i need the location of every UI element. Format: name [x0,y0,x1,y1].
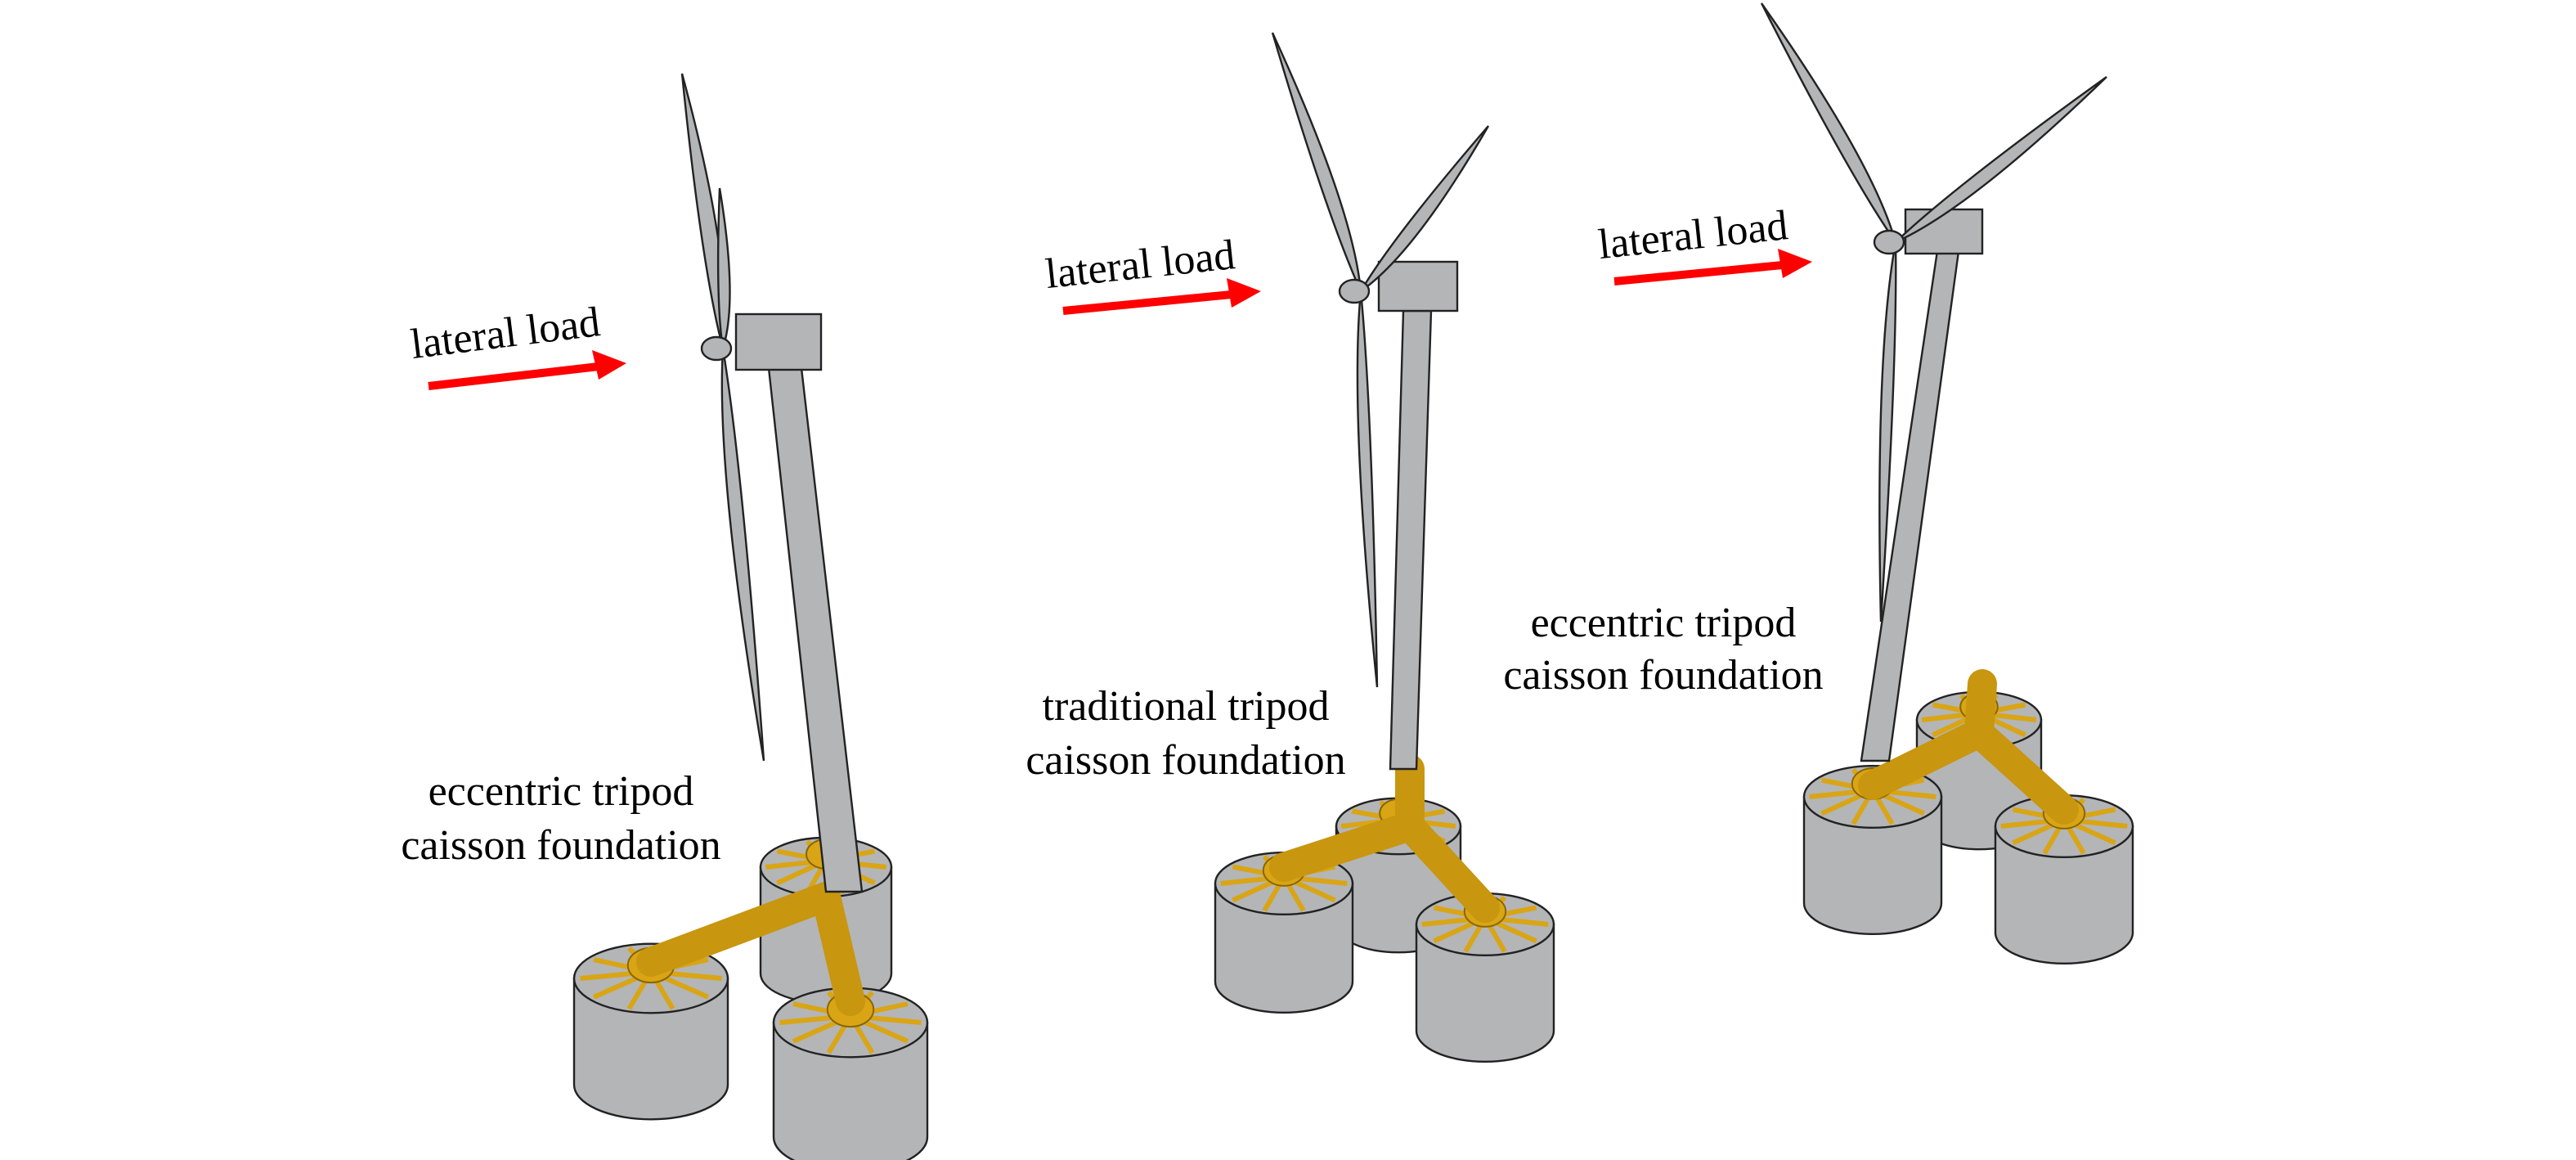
panel-2: lateral load traditional tripod caisson … [1025,232,1345,784]
tower [1389,309,1433,771]
caisson-wall [1802,795,1943,935]
rotor-blade [1356,290,1379,688]
nacelle [734,312,823,371]
foundation-label-line2: caisson foundation [1503,652,1823,699]
tower [1860,244,1961,762]
foundation-label-line1: traditional tripod [1043,683,1330,730]
panel-1: lateral load eccentric tripod caisson fo… [401,299,720,869]
panel-3: lateral load eccentric tripod caisson fo… [1503,202,1823,699]
tripod-arm [1964,669,1997,748]
tripod-arm [636,882,841,977]
tripod-arm [1395,812,1500,923]
tower [767,366,864,893]
tripod-arm [1964,718,2079,825]
wind-turbine-1 [572,73,929,1160]
lateral-load-arrow [1062,278,1261,315]
caisson-wall [1214,882,1354,1014]
caisson-wall [572,977,729,1121]
foundation-label-line1: eccentric tripod [1531,600,1797,646]
wind-turbine-2 [1214,32,1555,1063]
lateral-load-label: lateral load [1043,232,1237,298]
nacelle [1377,260,1459,312]
rotor-hub [1873,229,1905,255]
wind-turbine-3 [1760,2,2134,964]
caisson [1994,794,2134,964]
rotor-blade [1359,125,1490,292]
tripod-arm [1269,812,1425,882]
lateral-load-arrow [1613,249,1812,286]
rotor-hub [700,335,733,362]
foundation-label-line2: caisson foundation [401,822,720,869]
tripod-arm [1858,718,1994,800]
lateral-load-label: lateral load [408,299,603,368]
rotor-blade [716,187,731,349]
caisson-wall [1994,825,2134,964]
foundation-label-line2: caisson foundation [1025,737,1345,784]
caisson-wall [1415,923,1555,1063]
rotor-blade [1895,76,2107,244]
rotor-hub [1338,278,1371,304]
lateral-load-arrow [428,350,626,390]
caisson [772,987,929,1160]
caisson-wall [772,1021,929,1160]
rotor-blade [1760,2,1897,243]
tripod-arm [811,882,865,1016]
lateral-load-label: lateral load [1596,202,1790,268]
foundation-label-line1: eccentric tripod [429,768,694,815]
caisson [1415,892,1555,1063]
rotor-blade [720,348,765,762]
rotor-blade [1878,241,1897,623]
rotor-blade [1271,32,1362,292]
